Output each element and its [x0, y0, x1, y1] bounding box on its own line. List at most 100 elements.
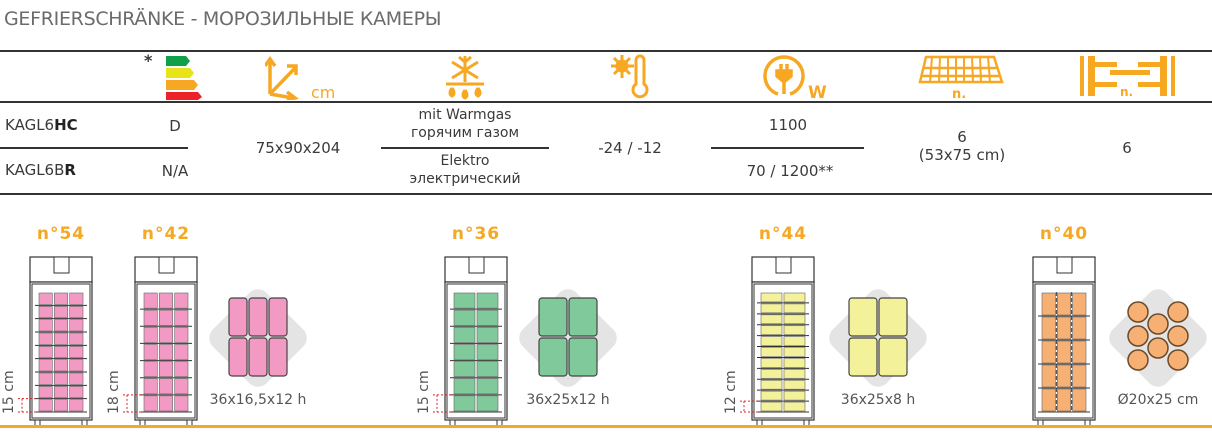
model-prefix: KAGL6B — [5, 161, 65, 179]
food-pan — [453, 344, 476, 360]
package-2 — [519, 289, 617, 387]
temperature-range: -24 / -12 — [598, 139, 662, 157]
model-name: KAGL6HC — [5, 116, 78, 134]
food-pan-icon — [568, 337, 598, 377]
food-pan — [783, 358, 806, 368]
food-pan — [143, 395, 158, 412]
food-pan — [760, 390, 783, 401]
energy-class: N/A — [161, 162, 189, 180]
food-pan-icon — [848, 297, 878, 337]
fridge-2: 15 cm — [416, 256, 508, 427]
food-pan-icon — [568, 297, 598, 337]
food-pan — [54, 332, 68, 345]
food-pan — [69, 386, 84, 398]
food-pan — [783, 303, 806, 314]
food-pan — [159, 292, 173, 309]
fridge-door — [753, 283, 813, 419]
food-pan — [783, 390, 806, 401]
food-pan — [760, 325, 783, 335]
food-pan — [54, 306, 68, 318]
food-pan — [760, 358, 783, 368]
food-pan — [143, 326, 158, 343]
food-pan — [174, 344, 189, 360]
fridge-display — [775, 256, 792, 274]
food-pan — [174, 361, 189, 378]
food-pan — [54, 399, 68, 412]
food-pan — [760, 292, 783, 303]
food-pan — [54, 372, 68, 385]
food-pan — [453, 292, 476, 309]
food-pan — [1057, 316, 1071, 340]
divider — [0, 101, 1212, 103]
food-pan — [783, 314, 806, 325]
power-unit: W — [808, 83, 827, 100]
food-pan — [1057, 340, 1071, 364]
food-pan — [159, 361, 173, 378]
temperature-icon — [608, 54, 654, 104]
food-pan — [38, 386, 53, 398]
model-prefix: KAGL6 — [5, 116, 55, 134]
food-pan-icon — [538, 337, 568, 377]
energy-asterisk: * — [144, 51, 153, 70]
energy-class-icon: * — [140, 51, 210, 104]
food-pan-icon — [848, 337, 878, 377]
food-pan — [783, 325, 806, 335]
food-pan — [453, 378, 476, 395]
power-value: 70 / 1200** — [746, 162, 834, 180]
food-pan — [760, 347, 783, 357]
fridge-0: 15 cm — [1, 256, 93, 427]
grids-size: (53x75 cm) — [918, 146, 1006, 164]
spacing-label: 12 cm — [723, 370, 739, 414]
food-pan — [143, 309, 158, 326]
food-pan-icon — [538, 297, 568, 337]
food-pan — [760, 303, 783, 314]
food-pan — [174, 292, 189, 309]
dimensions-icon: cm — [263, 54, 345, 104]
package-size: 36x25x8 h — [840, 392, 916, 408]
food-pan — [760, 369, 783, 379]
food-pan — [38, 346, 53, 358]
food-pan — [38, 292, 53, 305]
config-count: n°42 — [141, 224, 191, 244]
package-backdrop — [829, 289, 927, 387]
shelves-count: 6 — [1122, 139, 1132, 157]
power-value: 1100 — [768, 116, 808, 134]
package-backdrop — [519, 289, 617, 387]
divider — [381, 147, 549, 149]
food-pan — [69, 399, 84, 412]
divider — [0, 193, 1212, 195]
food-pan — [143, 361, 158, 378]
food-pan — [54, 359, 68, 372]
food-pan — [69, 346, 84, 358]
model-suffix: HC — [54, 116, 78, 134]
food-pan-icon — [228, 297, 248, 337]
food-pan — [38, 306, 53, 318]
fridge-4 — [1032, 256, 1096, 427]
spacing-label: 15 cm — [416, 370, 432, 414]
grids-count: 6(53x75 cm) — [919, 128, 1005, 164]
config-count: n°44 — [758, 224, 808, 244]
food-pan — [159, 395, 173, 412]
food-pan-icon — [268, 337, 288, 377]
food-pan — [783, 379, 806, 390]
food-pan — [38, 359, 53, 372]
grid-icon: n. — [918, 54, 1004, 104]
package-3 — [829, 289, 927, 387]
food-pan — [54, 346, 68, 358]
defrost-de: Elektro — [440, 153, 490, 169]
round-container — [1167, 301, 1189, 323]
food-pan — [783, 369, 806, 379]
food-pan — [476, 326, 499, 343]
food-pan — [783, 292, 806, 303]
food-pan — [1072, 364, 1087, 388]
fridge-door — [1034, 283, 1094, 419]
food-pan — [159, 326, 173, 343]
food-pan — [143, 378, 158, 395]
food-pan — [143, 292, 158, 309]
food-pan — [1072, 340, 1087, 364]
food-pan — [143, 344, 158, 360]
food-pan — [453, 395, 476, 412]
package-size: 36x16,5x12 h — [209, 392, 307, 408]
round-container — [1147, 337, 1169, 359]
